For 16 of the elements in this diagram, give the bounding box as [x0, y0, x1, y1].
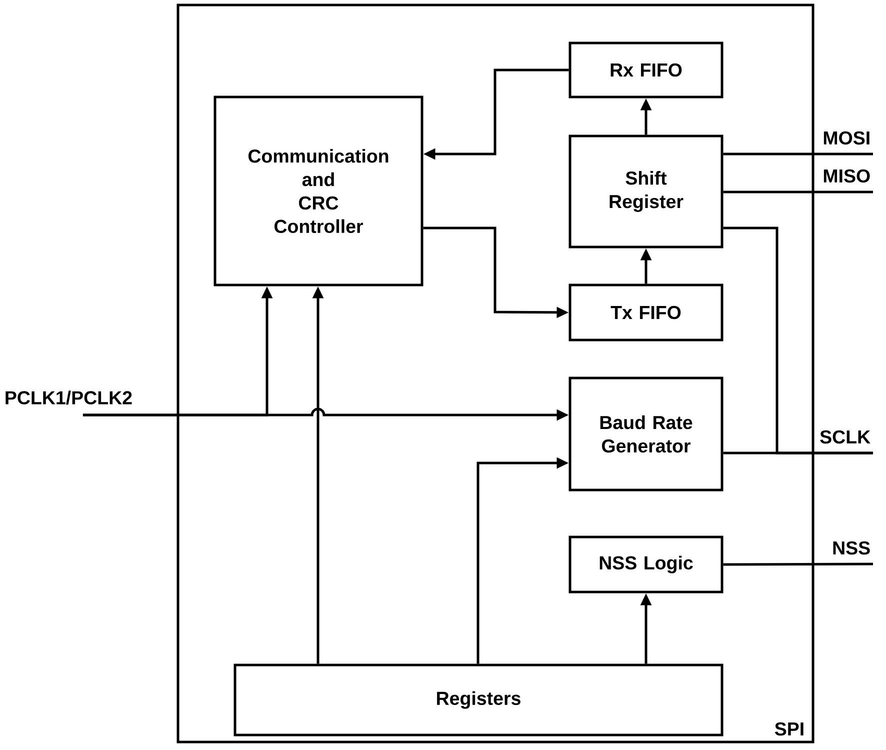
block-box: Tx FIFO	[568, 284, 724, 342]
block-box: Baud Rate Generator	[568, 376, 724, 492]
block-box: Rx FIFO	[568, 42, 724, 98]
block-box: Shift Register	[568, 134, 724, 248]
block-box: Communication and CRC Controller	[214, 96, 424, 286]
block-box: NSS Logic	[568, 536, 724, 594]
signal-label: NSS	[833, 541, 870, 555]
signal-line	[723, 190, 873, 194]
signal-line	[723, 562, 873, 566]
signal-line	[723, 452, 873, 454]
signal-label: SCLK	[820, 430, 870, 444]
signal-label: MOSI	[824, 131, 870, 145]
block-box: Registers	[234, 664, 724, 736]
signal-label: MISO	[824, 169, 870, 183]
signal-line	[723, 152, 873, 156]
signal-label: PCLK1/PCLK2	[6, 390, 132, 405]
